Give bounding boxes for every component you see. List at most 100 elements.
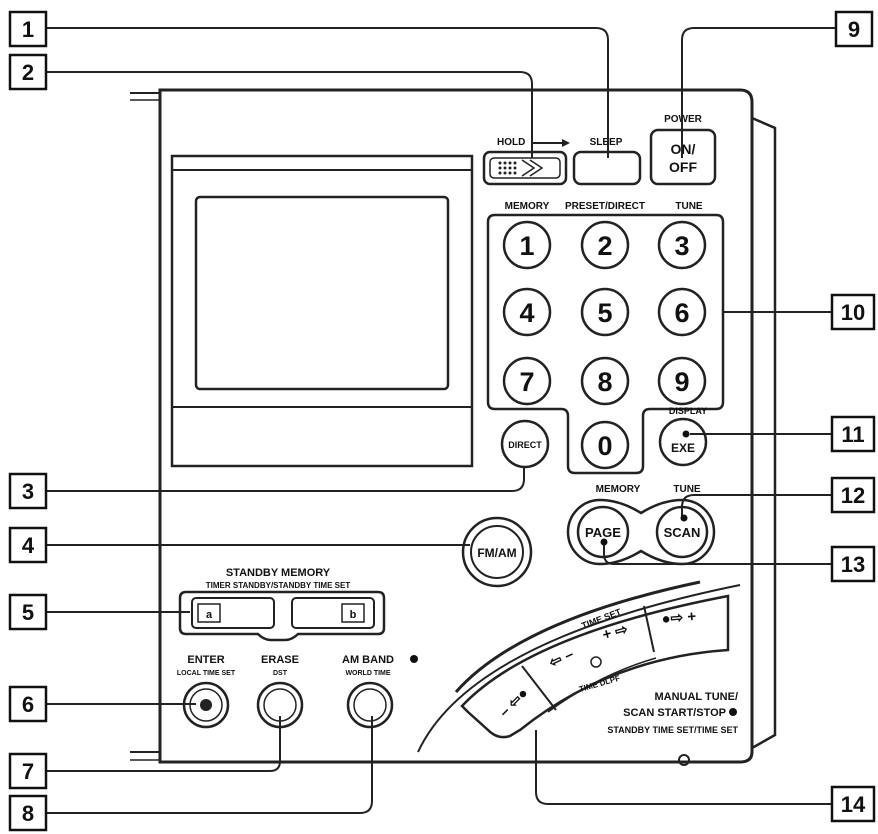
callout-9: 9 <box>834 10 874 48</box>
off-label: OFF <box>669 159 697 175</box>
device-body <box>130 88 777 766</box>
tune-fast-plus-label: ●⇨ + <box>661 608 697 628</box>
direct-button[interactable]: DIRECT <box>500 419 550 469</box>
callout-7: 7 <box>8 752 48 790</box>
tune-arc-buttons: TIME SET TIME DLPF – ⇦● ⇦ – + ⇨ ●⇨ + MAN… <box>417 580 741 753</box>
key-7[interactable]: 7 <box>502 356 552 406</box>
callout-8: 8 <box>8 794 48 832</box>
callout-1: 1 <box>8 10 48 48</box>
key-1[interactable]: 1 <box>502 220 552 270</box>
tune-plus-button[interactable]: + ⇨ <box>601 621 630 644</box>
callout-11-label: 11 <box>841 422 864 447</box>
tune-plus-label: + ⇨ <box>601 621 630 644</box>
scan-start-stop-dot <box>729 708 737 716</box>
preset-direct-label: PRESET/DIRECT <box>565 201 645 212</box>
am-band-button[interactable]: AM BAND WORLD TIME <box>342 654 418 729</box>
enter-label: ENTER <box>187 654 224 666</box>
callout-14: 14 <box>830 785 876 823</box>
callout-12: 12 <box>830 476 876 514</box>
power-label: POWER <box>664 114 703 125</box>
key-1-label: 1 <box>519 231 534 261</box>
standby-memory-label: STANDBY MEMORY <box>226 567 331 579</box>
callout-13-label: 13 <box>841 552 865 577</box>
lcd-display <box>170 154 474 468</box>
key-4[interactable]: 4 <box>502 287 552 337</box>
key-2[interactable]: 2 <box>580 220 630 270</box>
enter-button[interactable]: ENTER LOCAL TIME SET <box>177 654 236 729</box>
tune-fast-minus-label: – ⇦● <box>496 685 532 721</box>
tune-scan-label: TUNE <box>673 484 701 495</box>
callout-3-label: 3 <box>22 479 34 504</box>
callout-7-label: 7 <box>22 759 34 784</box>
fm-am-button[interactable]: FM/AM <box>461 516 533 588</box>
callout-3: 3 <box>8 472 48 510</box>
callout-12-label: 12 <box>841 483 865 508</box>
timer-standby-label: TIMER STANDBY/STANDBY TIME SET <box>206 581 351 590</box>
fm-am-label: FM/AM <box>477 546 516 560</box>
page-label: PAGE <box>585 525 621 540</box>
callout-4-label: 4 <box>22 533 35 558</box>
slot-a-label: a <box>206 609 213 621</box>
tune-label: TUNE <box>675 201 703 212</box>
callout-5-label: 5 <box>22 600 34 625</box>
time-dlpf-label: TIME DLPF <box>578 674 621 694</box>
standby-memory-a-button[interactable]: a <box>191 597 275 629</box>
callout-1-label: 1 <box>22 17 34 42</box>
hold-label: HOLD <box>497 137 525 148</box>
callout-8-label: 8 <box>22 801 34 826</box>
hold-switch[interactable]: HOLD <box>482 137 570 186</box>
exe-button[interactable]: DISPLAY EXE <box>658 406 708 467</box>
callout-10: 10 <box>830 293 876 331</box>
tune-fast-plus-button[interactable]: ●⇨ + <box>661 608 697 628</box>
exe-label: EXE <box>671 441 695 455</box>
key-9[interactable]: 9 <box>657 356 707 406</box>
key-8[interactable]: 8 <box>580 356 630 406</box>
key-6-label: 6 <box>674 298 689 328</box>
key-7-label: 7 <box>519 367 534 397</box>
standby-memory-group: STANDBY MEMORY TIMER STANDBY/STANDBY TIM… <box>178 567 386 642</box>
standby-time-set-label: STANDBY TIME SET/TIME SET <box>607 725 738 735</box>
callout-4: 4 <box>8 526 48 564</box>
key-5[interactable]: 5 <box>580 287 630 337</box>
local-time-set-label: LOCAL TIME SET <box>177 670 236 677</box>
standby-memory-b-button[interactable]: b <box>291 597 375 629</box>
keypad: MEMORY PRESET/DIRECT TUNE 1 2 3 4 5 6 7 … <box>486 201 725 475</box>
callout-10-label: 10 <box>841 300 865 325</box>
world-time-label: WORLD TIME <box>345 670 390 677</box>
key-2-label: 2 <box>597 231 612 261</box>
manual-tune-label: MANUAL TUNE/ <box>654 691 738 703</box>
tune-minus-button[interactable]: ⇦ – <box>546 646 577 672</box>
key-0-label: 0 <box>597 431 612 461</box>
page-button[interactable]: PAGE <box>576 505 630 559</box>
dst-label: DST <box>273 670 288 677</box>
callout-11: 11 <box>830 415 876 453</box>
callout-2-label: 2 <box>22 60 34 85</box>
memory-label: MEMORY <box>505 201 550 212</box>
tune-minus-label: ⇦ – <box>546 646 577 672</box>
key-3-label: 3 <box>674 231 689 261</box>
callout-2: 2 <box>8 53 48 91</box>
callout-6-label: 6 <box>22 692 34 717</box>
direct-label: DIRECT <box>508 440 542 450</box>
memory-page-label: MEMORY <box>596 484 641 495</box>
key-4-label: 4 <box>519 298 534 328</box>
callout-6: 6 <box>8 685 48 723</box>
callout-9-label: 9 <box>848 17 860 42</box>
scan-label: SCAN <box>664 525 701 540</box>
key-9-label: 9 <box>674 367 689 397</box>
tune-fast-minus-button[interactable]: – ⇦● <box>496 685 532 721</box>
key-3[interactable]: 3 <box>657 220 707 270</box>
callout-13: 13 <box>830 545 876 583</box>
key-8-label: 8 <box>597 367 612 397</box>
display-label: DISPLAY <box>669 406 707 416</box>
am-band-label: AM BAND <box>342 654 394 666</box>
key-6[interactable]: 6 <box>657 287 707 337</box>
key-5-label: 5 <box>597 298 612 328</box>
slot-b-label: b <box>350 609 357 621</box>
callout-leaders <box>46 27 836 814</box>
callout-boxes: 1 2 3 4 5 6 7 8 9 10 11 12 13 14 <box>8 10 876 832</box>
sleep-label: SLEEP <box>590 137 623 148</box>
key-0[interactable]: 0 <box>580 420 630 470</box>
